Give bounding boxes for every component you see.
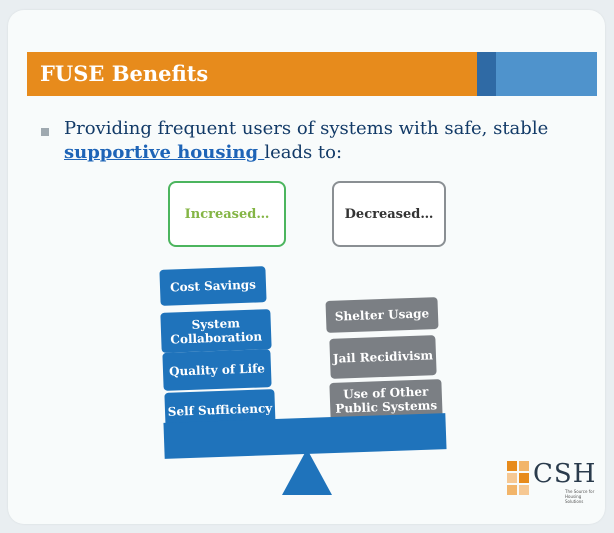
increased-item-label: System Collaboration	[170, 316, 263, 347]
title-accent-dark	[477, 52, 496, 96]
bullet-text: Providing frequent users of systems with…	[64, 117, 584, 165]
logo-square	[507, 473, 517, 483]
slide-title: FUSE Benefits	[40, 61, 209, 86]
increased-box: Increased…	[168, 181, 286, 247]
increased-item-quality-of-life: Quality of Life	[162, 349, 272, 391]
supportive-housing-link[interactable]: supportive housing	[64, 142, 265, 163]
increased-label: Increased…	[184, 206, 270, 222]
decreased-box: Decreased…	[332, 181, 446, 247]
increased-item-cost-savings: Cost Savings	[159, 266, 267, 306]
title-accent-blue	[496, 52, 597, 96]
logo-square	[519, 461, 529, 471]
decreased-item-label: Shelter Usage	[334, 306, 430, 324]
increased-item-label: Cost Savings	[169, 277, 257, 295]
logo-square	[507, 461, 517, 471]
bullet-marker	[41, 128, 49, 136]
logo-square	[507, 485, 517, 495]
decreased-label: Decreased…	[344, 206, 434, 222]
increased-item-label: Quality of Life	[168, 361, 266, 379]
increased-item-label: Self Sufficiency	[167, 401, 273, 419]
scale-fulcrum-icon	[282, 449, 332, 495]
csh-logo: CSH The Source for Housing Solutions	[507, 459, 597, 504]
decreased-item-label: Jail Recidivism	[332, 348, 434, 366]
decreased-item-jail-recidivism: Jail Recidivism	[329, 335, 437, 379]
title-bar	[27, 52, 477, 96]
logo-text: CSH	[533, 459, 597, 489]
logo-square	[519, 485, 529, 495]
decreased-item-shelter-usage: Shelter Usage	[325, 297, 439, 333]
decreased-item-label: Use of Other Public Systems	[335, 384, 438, 416]
logo-square	[519, 473, 529, 483]
bullet-prefix: Providing frequent users of systems with…	[64, 118, 549, 139]
increased-item-system-collaboration: System Collaboration	[160, 309, 272, 353]
logo-tagline: The Source for Housing Solutions	[565, 489, 595, 504]
bullet-suffix: leads to:	[264, 142, 343, 163]
